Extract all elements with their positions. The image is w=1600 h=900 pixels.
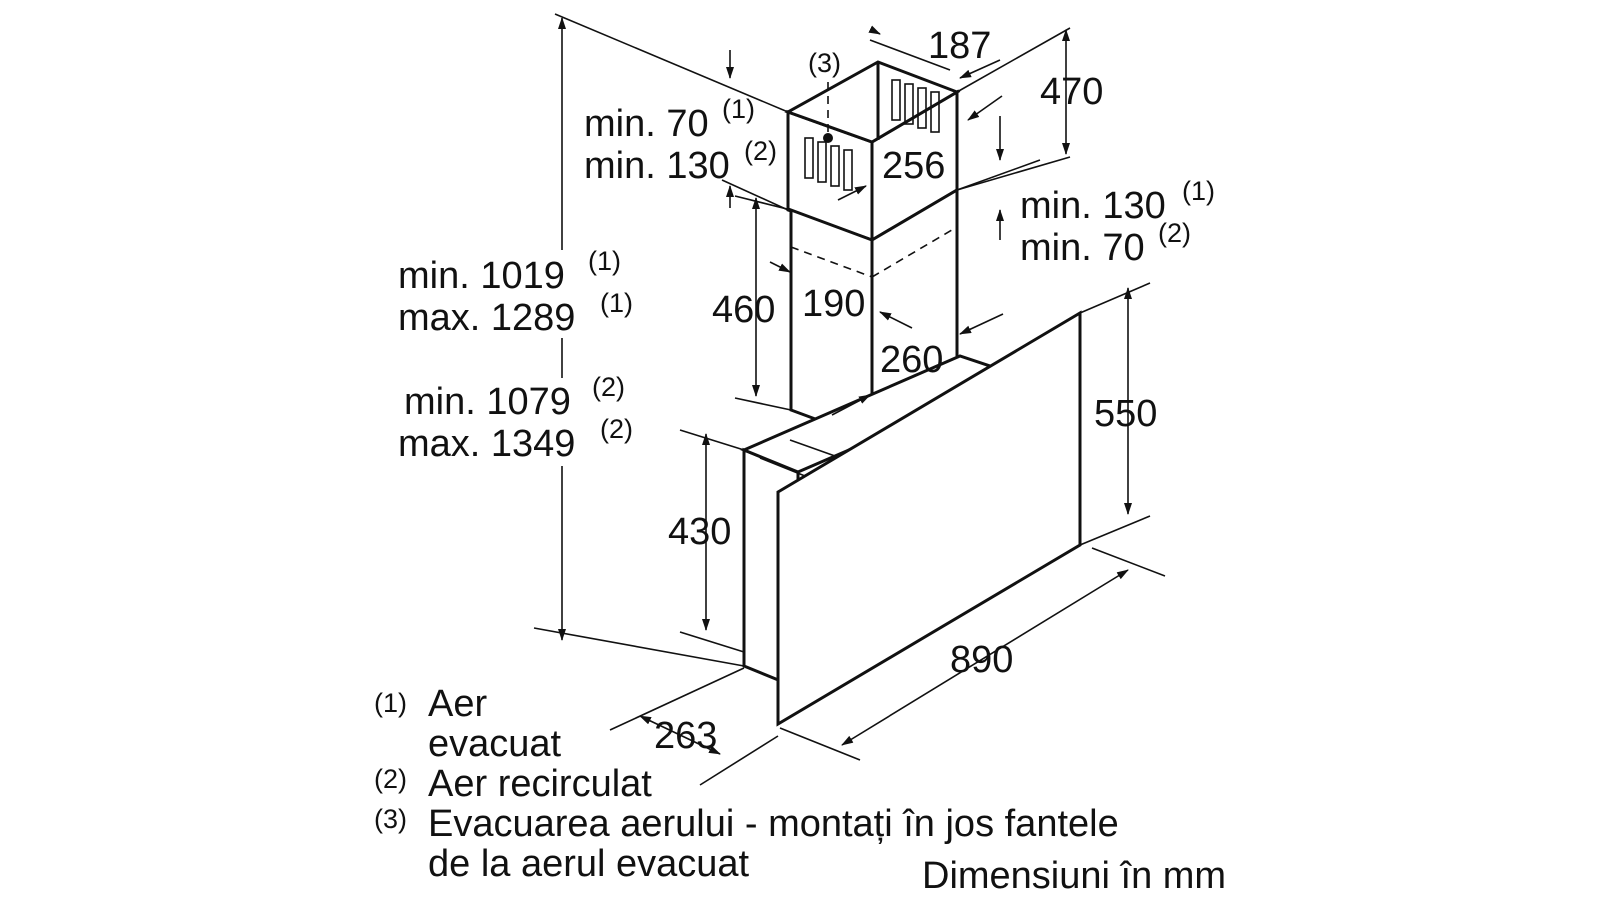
legend-item-2-line1: Aer recirculat [428, 763, 652, 805]
legend-item-3-line1: Evacuarea aerului - montați în jos fante… [428, 803, 1119, 845]
dim-470: 470 [1040, 71, 1103, 113]
height-exhaust-line1: min. 1019 [398, 255, 565, 297]
height-exhaust: min. 1019 (1) max. 1289 (1) [396, 246, 636, 339]
dim-460: 460 [712, 289, 775, 331]
legend-ref-1: (1) [374, 688, 407, 718]
height-recirc: min. 1079 (2) max. 1349 (2) [396, 372, 636, 466]
dim-263: 263 [654, 715, 717, 757]
units-note: Dimensiuni în mm [922, 855, 1226, 897]
clearance-right-line2-ref: (2) [1158, 218, 1191, 248]
clearance-top-left-line1-ref: (1) [722, 94, 755, 124]
upper-chimney [784, 60, 961, 243]
legend-ref-2: (2) [374, 764, 407, 794]
legend-ref-3: (3) [374, 804, 407, 834]
height-exhaust-line1-ref: (1) [588, 246, 621, 276]
legend-item-3-line2: de la aerul evacuat [428, 843, 750, 885]
dim-430: 430 [668, 511, 731, 553]
clearance-top-left: min. 70 (1) min. 130 (2) [584, 94, 777, 187]
dim-890: 890 [950, 639, 1013, 681]
callout-3: (3) [808, 48, 841, 78]
clearance-right-line2: min. 70 [1020, 227, 1145, 269]
dim-190: 190 [802, 283, 865, 325]
clearance-right: min. 130 (1) min. 70 (2) [1020, 176, 1215, 269]
vent-slots-right [891, 79, 940, 133]
dim-550: 550 [1094, 393, 1157, 435]
legend: (1) Aer evacuat (2) Aer recirculat (3) E… [374, 683, 1119, 885]
legend-item-1-line2: evacuat [428, 723, 562, 765]
height-recirc-line1: min. 1079 [404, 381, 571, 423]
dim-187: 187 [928, 25, 991, 67]
dimension-lines [533, 13, 1166, 786]
clearance-right-line1-ref: (1) [1182, 176, 1215, 206]
height-exhaust-line2-ref: (1) [600, 288, 633, 318]
legend-item-1-line1: Aer [428, 683, 487, 725]
dim-256: 256 [882, 145, 945, 187]
height-recirc-line2-ref: (2) [600, 414, 633, 444]
clearance-top-left-line1: min. 70 [584, 103, 709, 145]
clearance-top-left-line2-ref: (2) [744, 136, 777, 166]
height-exhaust-line2: max. 1289 [398, 297, 575, 339]
vent-slots-left [804, 137, 853, 191]
clearance-top-left-line2: min. 130 [584, 145, 730, 187]
clearance-right-line1: min. 130 [1020, 185, 1166, 227]
height-recirc-line1-ref: (2) [592, 372, 625, 402]
height-recirc-line2: max. 1349 [398, 423, 575, 465]
dim-260: 260 [880, 339, 943, 381]
